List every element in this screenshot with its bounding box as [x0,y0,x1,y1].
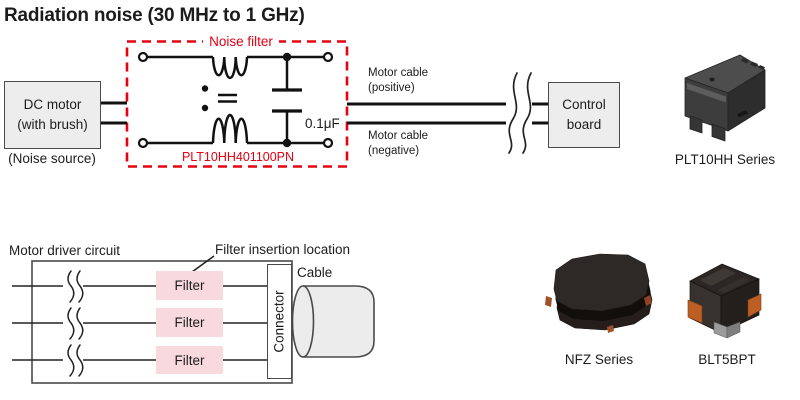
motor-wires [101,101,127,125]
control-board-line2: board [566,117,602,132]
connector-label: Connector [272,290,288,353]
cable-positive-line1: Motor cable [368,67,429,79]
control-board-box: Control board [548,82,620,148]
cable-positive-line2: (positive) [368,82,415,94]
annotation-leader-line [191,255,215,273]
blt5bpt-label: BLT5BPT [698,352,756,367]
control-board-line1: Control [562,97,606,112]
noise-filter-circuit [101,40,548,168]
part-number-label: PLT10HH401100PN [181,150,295,164]
filter-label-2: Filter [174,315,205,330]
filter-box-2: Filter [156,308,223,337]
nfz-series-label: NFZ Series [564,352,634,367]
noise-source-caption: (Noise source) [8,151,96,166]
filter-label-3: Filter [174,352,205,368]
blt5bpt-product-image [687,263,762,339]
motor-driver-circuit-title: Motor driver circuit [9,243,121,258]
choke-top-winding [211,56,249,80]
filter-insertion-annotation: Filter insertion location [215,242,351,257]
dc-motor-label-line1: DC motor [23,97,82,112]
filter-box-1: Filter [156,271,223,300]
filter-box-3: Filter [156,346,223,374]
line-break-icon [67,270,84,377]
connector-box: Connector [267,264,292,379]
cable-negative-label: Motor cable (negative) [368,129,448,159]
cable-positive-label: Motor cable (positive) [368,66,448,96]
winding-dot [201,104,209,112]
junction-dot [282,52,292,62]
noise-filter-label: Noise filter [203,34,279,50]
cable-negative-line2: (negative) [368,145,420,157]
capacitor-icon [272,59,302,141]
choke-core-icon [218,93,237,103]
dc-motor-label-line2: (with brush) [17,117,88,132]
cable-cylinder-graphic [291,285,375,358]
cable-negative-line1: Motor cable [368,130,429,142]
choke-bottom-winding [211,113,249,144]
choke-and-capacitor [147,55,324,145]
driver-lines [12,285,267,361]
filter-label-1: Filter [174,278,205,293]
plt10hh-series-label: PLT10HH Series [674,152,776,167]
page-title: Radiation noise (30 MHz to 1 GHz) [4,5,305,26]
dc-motor-box: DC motor (with brush) [4,81,101,149]
plt10hh-product-image [684,54,766,142]
terminal-circles [137,51,334,149]
capacitor-value-label: 0.1μF [305,116,340,131]
cable-break-icon [508,72,532,154]
junction-dot [282,138,292,148]
winding-dot [201,85,209,92]
cable-label: Cable [297,265,333,280]
nfz-product-image [545,253,653,333]
